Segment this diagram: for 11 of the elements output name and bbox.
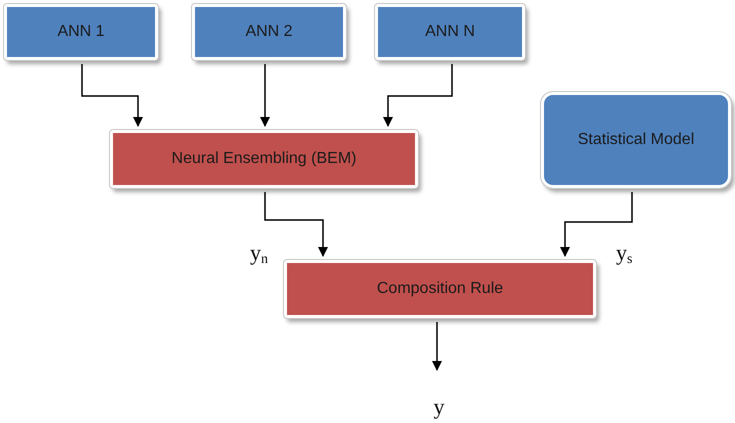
process-box: Neural Ensembling (BEM) [110, 130, 418, 188]
connector-arrow [264, 192, 328, 257]
signal-label: y$_{n}$ [250, 240, 268, 268]
signal-label: y$_{s}$ [616, 240, 632, 268]
connector-arrow [432, 322, 442, 371]
process-box: Statistical Model [541, 92, 731, 188]
process-box: Composition Rule [284, 260, 596, 318]
process-box: ANN 2 [192, 4, 346, 60]
process-box: ANN N [375, 4, 525, 60]
output-label: y [428, 392, 450, 422]
process-box: ANN 1 [4, 4, 158, 60]
